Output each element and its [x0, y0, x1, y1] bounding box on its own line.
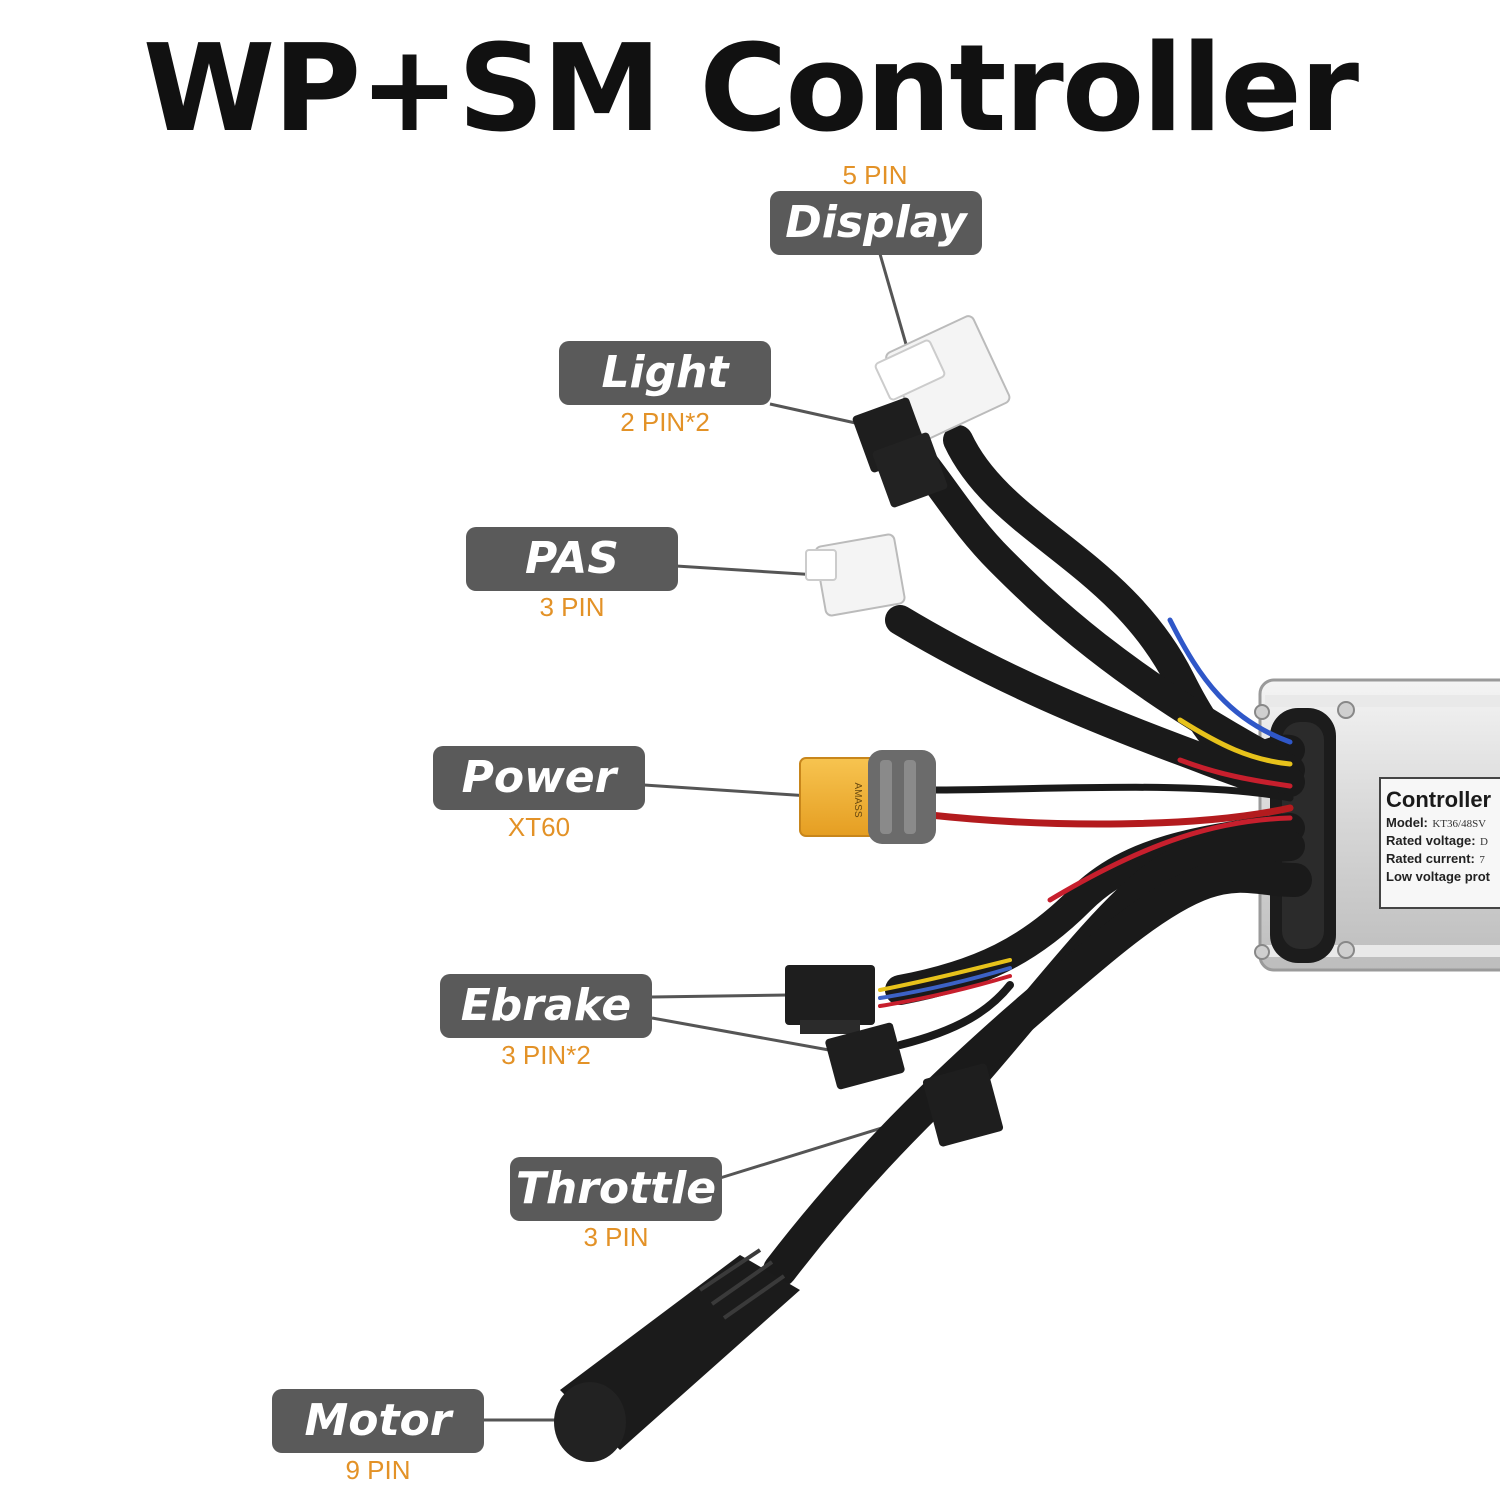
controller-label-row-key: Model:: [1386, 815, 1428, 830]
controller-label-heading: Controller: [1386, 787, 1492, 812]
controller-label-plate: [1379, 777, 1500, 909]
leader-pas: [675, 564, 819, 577]
xt60-marking: AMASS: [852, 782, 863, 817]
throttle-pin-count: 3 PIN: [583, 1222, 649, 1252]
ebrake-pin-count: 3 PIN*2: [501, 1040, 591, 1070]
ebrake-connectors: [785, 965, 905, 1090]
pas-label: PAS: [466, 527, 678, 591]
controller-label-row-value: KT36/48SV: [1432, 818, 1487, 830]
cables: [763, 420, 1312, 1287]
controller-label-row-value: D: [1480, 836, 1488, 848]
throttle-label: Throttle: [510, 1157, 722, 1221]
motor-connector: [554, 1248, 800, 1462]
page-title: WP+SM Controller: [142, 20, 1359, 159]
controller-label-text: Controller Model: KT36/48SV Rated voltag…: [1386, 786, 1500, 886]
throttle-connector: [922, 1063, 1004, 1147]
motor-pin-count: 9 PIN: [345, 1455, 411, 1485]
power-pin-count: XT60: [507, 812, 571, 842]
pas-connector: [805, 533, 906, 617]
light-connectors: [852, 397, 948, 508]
pas-pin-count: 3 PIN: [539, 592, 605, 622]
motor-label: Motor: [272, 1389, 484, 1453]
controller-label-row-value: 7: [1479, 854, 1485, 866]
leader-ebrake-2: [651, 1016, 841, 1054]
leader-ebrake-1: [651, 993, 789, 999]
display-pin-count: 5 PIN: [842, 160, 908, 190]
ebrake-label: Ebrake: [440, 974, 652, 1038]
xt60-connector: AMASS: [799, 750, 936, 844]
controller-label-row-key: Rated voltage:: [1386, 833, 1476, 848]
controller-label-row-key: Low voltage prot: [1386, 869, 1490, 884]
light-pin-count: 2 PIN*2: [620, 407, 710, 437]
display-connector: [874, 315, 1011, 440]
display-label: Display: [770, 191, 982, 255]
light-label: Light: [559, 341, 771, 405]
controller-label-row-key: Rated current:: [1386, 851, 1475, 866]
power-label: Power: [433, 746, 645, 810]
